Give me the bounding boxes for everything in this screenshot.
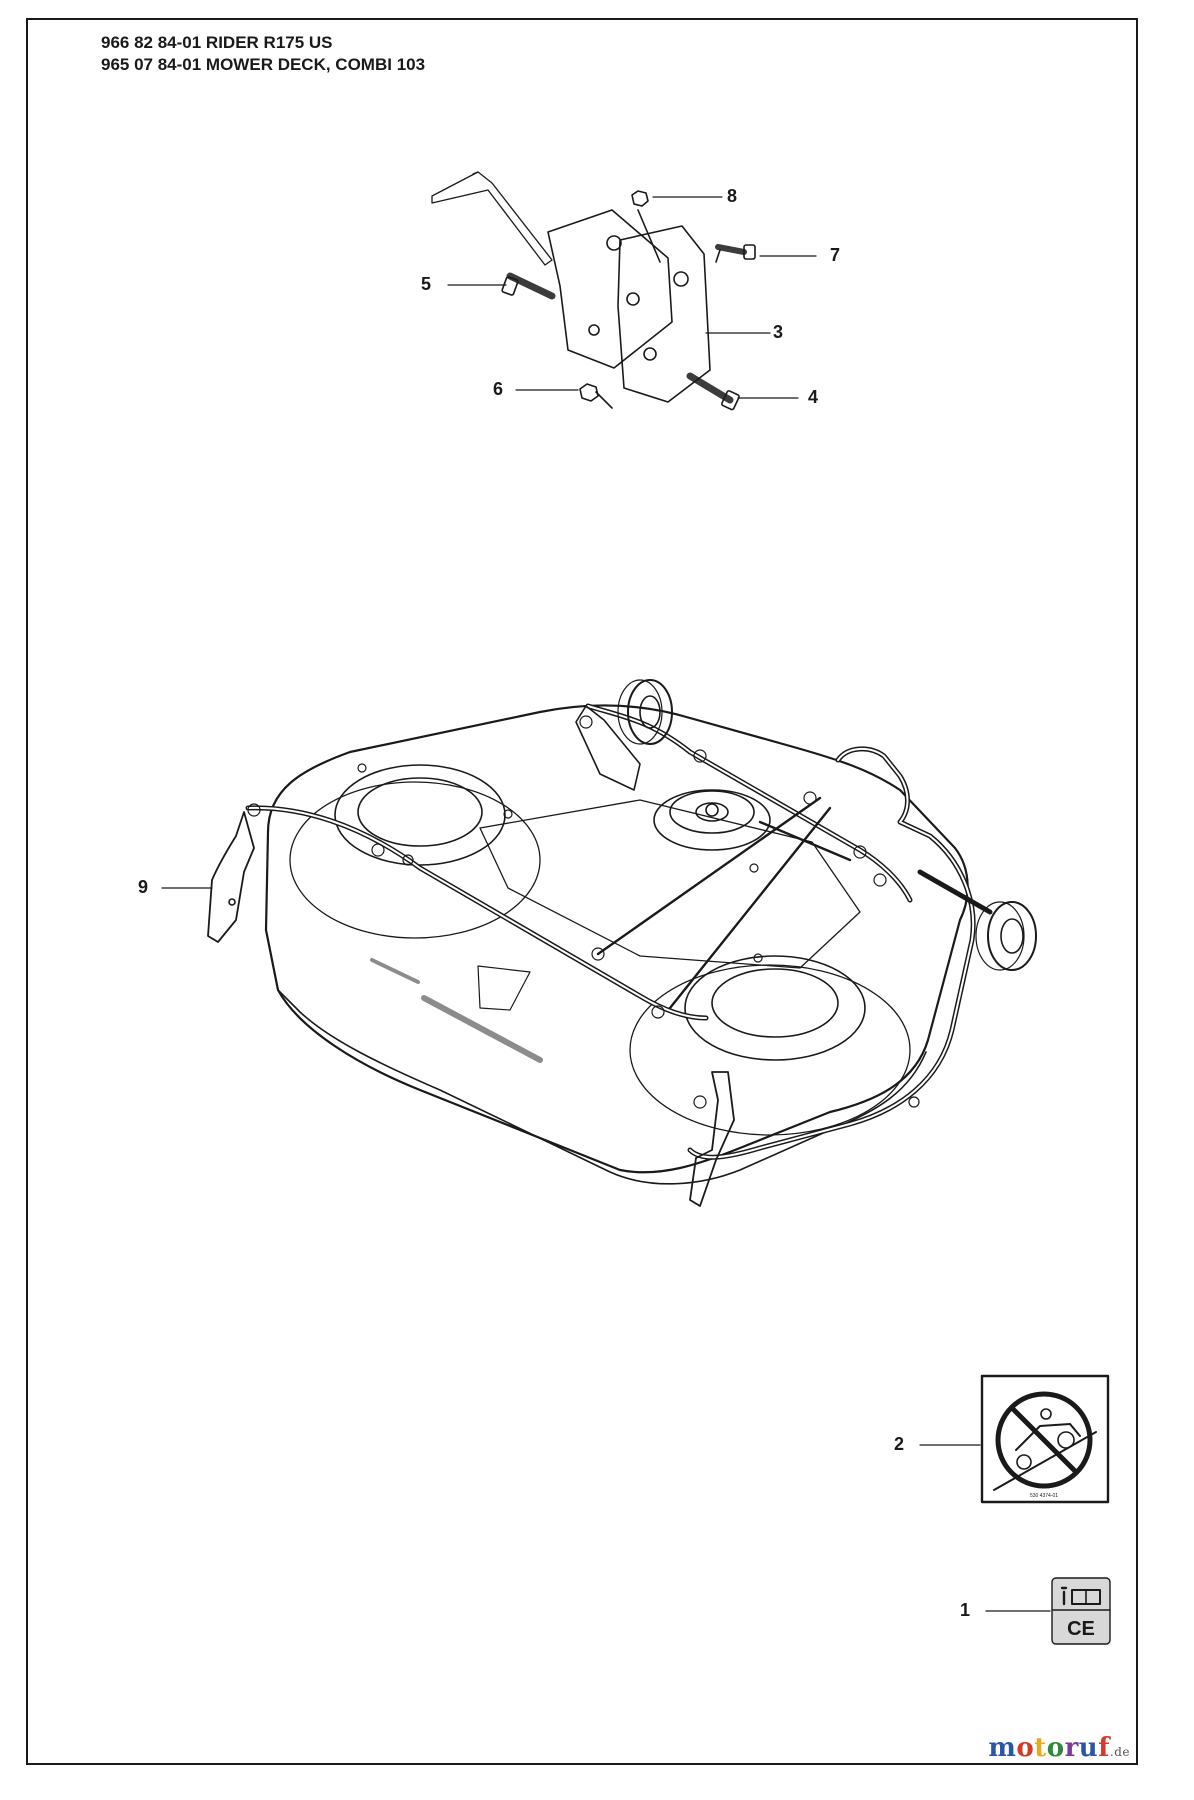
leader-lines-upper <box>447 196 817 399</box>
decal-code: 530 4374-01 <box>1030 1493 1058 1499</box>
callout-2: 2 <box>894 1434 905 1454</box>
bracket-assembly <box>431 171 756 411</box>
watermark-letter: u <box>1078 1733 1099 1763</box>
title-model-line: 966 82 84-01 RIDER R175 US <box>101 33 333 52</box>
motoruf-watermark: motoruf.de <box>988 1733 1130 1763</box>
ce-mark: CE <box>1067 1618 1095 1640</box>
watermark-letter: f <box>1098 1733 1110 1763</box>
callout-4: 4 <box>808 387 819 407</box>
watermark-letter: m <box>988 1733 1017 1763</box>
watermark-letter: o <box>1046 1733 1065 1763</box>
watermark-letter: r <box>1064 1733 1079 1763</box>
manual-ce-decal <box>1051 1577 1111 1645</box>
callout-9: 9 <box>138 877 149 897</box>
mower-deck <box>207 679 1037 1207</box>
callout-3: 3 <box>773 322 784 342</box>
callout-1: 1 <box>960 1600 971 1620</box>
callout-8: 8 <box>727 186 738 206</box>
callout-7: 7 <box>830 245 841 265</box>
warning-decal <box>980 1374 1110 1504</box>
watermark-letter: t <box>1034 1733 1047 1763</box>
callout-5: 5 <box>421 274 432 294</box>
watermark-suffix: .de <box>1109 1745 1130 1759</box>
callout-6: 6 <box>493 379 504 399</box>
watermark-letter: o <box>1016 1733 1035 1763</box>
title-assembly-line: 965 07 84-01 MOWER DECK, COMBI 103 <box>101 55 426 74</box>
drawing-frame <box>26 18 1138 1765</box>
